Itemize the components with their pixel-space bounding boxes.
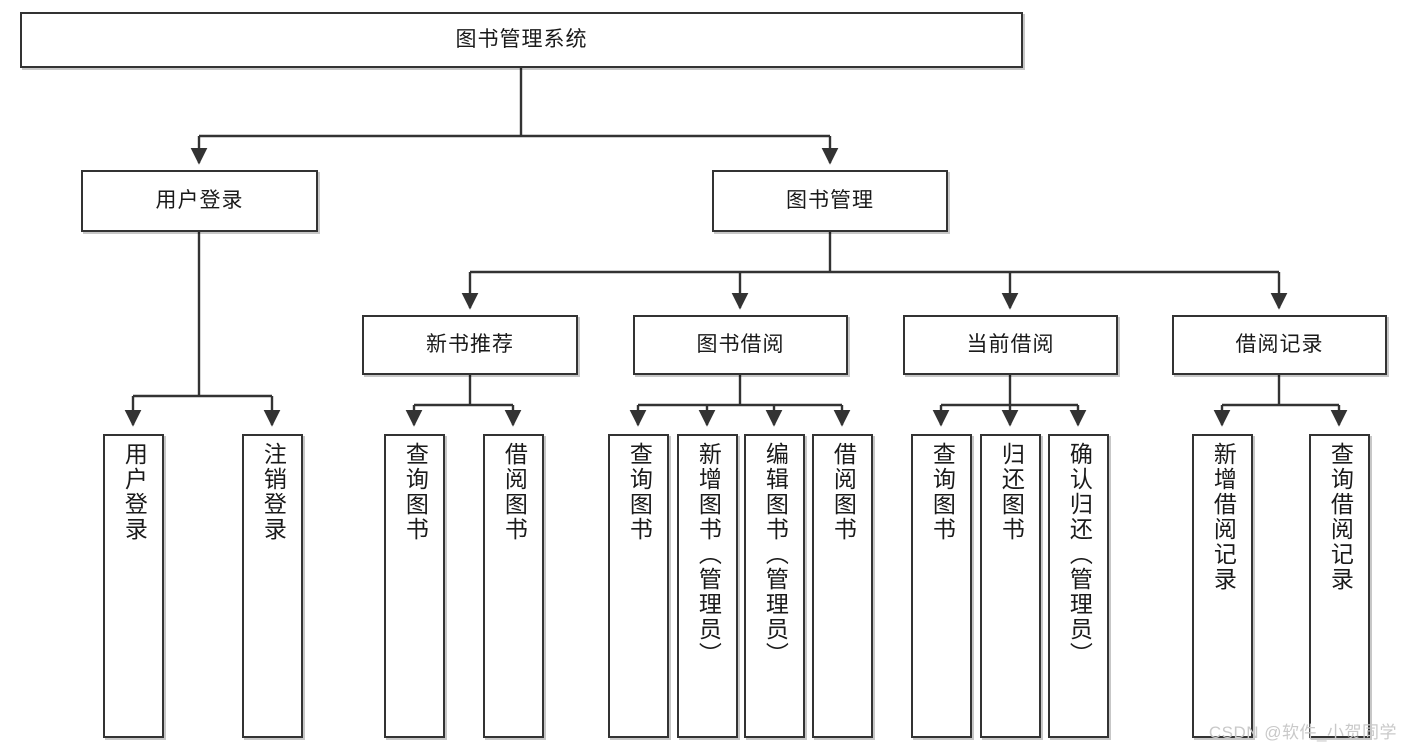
node-leaf-user-login[interactable]: 用户登录 bbox=[103, 434, 164, 738]
node-leaf-return-book[interactable]: 归还图书 bbox=[980, 434, 1041, 738]
node-user-login[interactable]: 用户登录 bbox=[81, 170, 318, 232]
node-leaf-query-record-label: 查询借阅记录 bbox=[1327, 442, 1354, 592]
node-leaf-query-record[interactable]: 查询借阅记录 bbox=[1309, 434, 1370, 738]
node-leaf-logout-login[interactable]: 注销登录 bbox=[242, 434, 303, 738]
node-user-login-label: 用户登录 bbox=[155, 189, 244, 213]
node-current-borrow-label: 当前借阅 bbox=[966, 333, 1055, 357]
node-leaf-return-book-label: 归还图书 bbox=[998, 442, 1025, 542]
node-book-management[interactable]: 图书管理 bbox=[712, 170, 948, 232]
node-leaf-logout-login-label: 注销登录 bbox=[260, 442, 287, 542]
node-leaf-add-book[interactable]: 新增图书（管理员） bbox=[677, 434, 738, 738]
node-leaf-query-book-1-label: 查询图书 bbox=[402, 442, 429, 542]
node-leaf-query-book-2[interactable]: 查询图书 bbox=[608, 434, 669, 738]
node-borrow-record[interactable]: 借阅记录 bbox=[1172, 315, 1387, 375]
node-new-book-recommend[interactable]: 新书推荐 bbox=[362, 315, 578, 375]
node-root-label: 图书管理系统 bbox=[455, 28, 588, 52]
node-leaf-borrow-book-1[interactable]: 借阅图书 bbox=[483, 434, 544, 738]
node-leaf-edit-book-label: 编辑图书（管理员） bbox=[762, 442, 789, 667]
node-leaf-query-book-1[interactable]: 查询图书 bbox=[384, 434, 445, 738]
watermark: CSDN @软件_小贺同学 bbox=[1208, 723, 1397, 742]
node-leaf-confirm-return-label: 确认归还（管理员） bbox=[1066, 442, 1093, 667]
node-book-borrow-label: 图书借阅 bbox=[696, 333, 785, 357]
node-leaf-add-record[interactable]: 新增借阅记录 bbox=[1192, 434, 1253, 738]
node-leaf-borrow-book-2[interactable]: 借阅图书 bbox=[812, 434, 873, 738]
node-root[interactable]: 图书管理系统 bbox=[20, 12, 1023, 68]
node-leaf-borrow-book-2-label: 借阅图书 bbox=[830, 442, 857, 542]
node-book-borrow[interactable]: 图书借阅 bbox=[633, 315, 848, 375]
node-leaf-query-book-3-label: 查询图书 bbox=[929, 442, 956, 542]
node-current-borrow[interactable]: 当前借阅 bbox=[903, 315, 1118, 375]
node-borrow-record-label: 借阅记录 bbox=[1235, 333, 1324, 357]
node-leaf-confirm-return[interactable]: 确认归还（管理员） bbox=[1048, 434, 1109, 738]
node-new-book-recommend-label: 新书推荐 bbox=[426, 333, 514, 357]
node-leaf-user-login-label: 用户登录 bbox=[121, 442, 148, 542]
node-leaf-query-book-3[interactable]: 查询图书 bbox=[911, 434, 972, 738]
node-leaf-add-record-label: 新增借阅记录 bbox=[1210, 442, 1237, 592]
node-leaf-add-book-label: 新增图书（管理员） bbox=[695, 442, 722, 667]
node-leaf-query-book-2-label: 查询图书 bbox=[626, 442, 653, 542]
node-book-management-label: 图书管理 bbox=[786, 189, 874, 213]
node-leaf-borrow-book-1-label: 借阅图书 bbox=[501, 442, 528, 542]
node-leaf-edit-book[interactable]: 编辑图书（管理员） bbox=[744, 434, 805, 738]
